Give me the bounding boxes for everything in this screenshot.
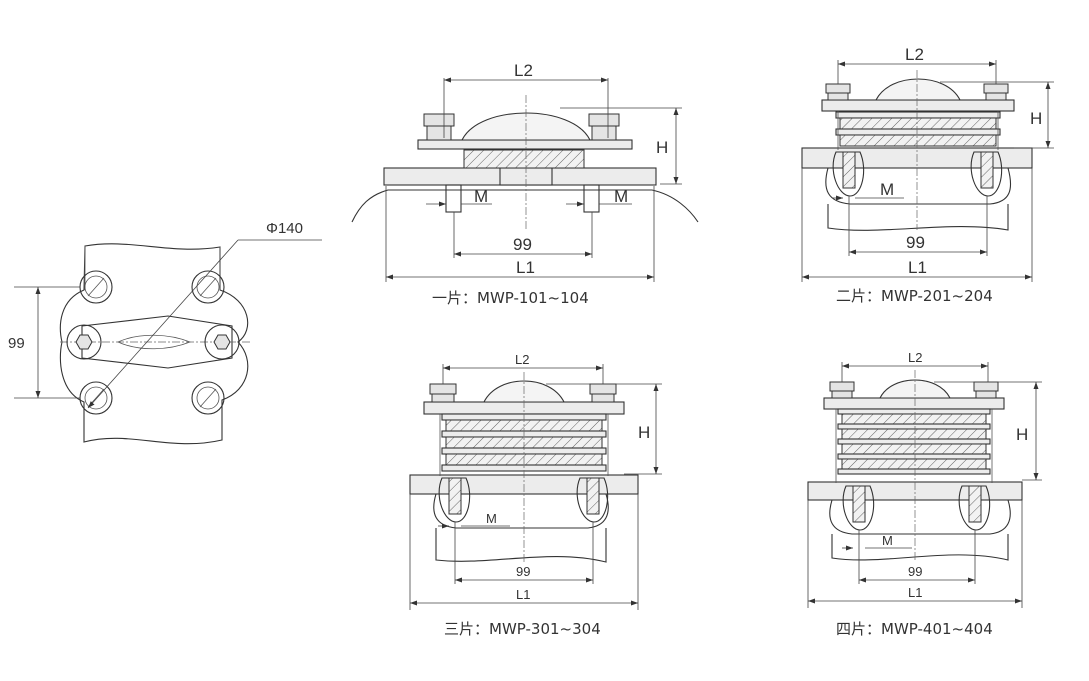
view-two-piece: L2 H M 99 L1 二片：MWP-201~204: [801, 45, 1054, 305]
v2-m-label: M: [880, 180, 894, 199]
v1-l2-label: L2: [514, 61, 533, 80]
top-99-label: 99: [8, 335, 25, 352]
view-one-piece: L2 H M M 99 L1 一片：MWP-101~104: [351, 61, 699, 307]
v1-l1-label: L1: [516, 258, 535, 277]
v1-caption: 一片：MWP-101~104: [432, 289, 589, 307]
v4-h-label: H: [1016, 425, 1028, 444]
v2-h-label: H: [1030, 109, 1042, 128]
v3-caption: 三片：MWP-301~304: [444, 620, 601, 638]
v1-m-label-left: M: [474, 187, 488, 206]
v1-99-label: 99: [513, 235, 532, 254]
view-four-piece: L2 H M 99 L1 四片：MWP-401~404: [807, 350, 1042, 638]
v1-m-label-right: M: [614, 187, 628, 206]
top-hex-nut-left: [66, 324, 102, 360]
view-three-piece: L2 H M 99 L1 三片：MWP-301~304: [409, 352, 662, 638]
v4-m-label: M: [882, 533, 893, 548]
v3-l2-label: L2: [515, 352, 529, 367]
v2-caption: 二片：MWP-201~204: [836, 287, 993, 305]
v3-h-label: H: [638, 423, 650, 442]
v2-99-label: 99: [906, 233, 925, 252]
top-hex-nut-right: [204, 324, 240, 360]
v2-l2-label: L2: [905, 45, 924, 64]
v4-l2-label: L2: [908, 350, 922, 365]
v1-h-label: H: [656, 138, 668, 157]
v4-l1-label: L1: [908, 585, 922, 600]
phi-140-label: Φ140: [266, 220, 303, 237]
v3-l1-label: L1: [516, 587, 530, 602]
top-bolt-tl: [79, 270, 113, 304]
top-view: Φ140 99: [8, 220, 322, 445]
v4-99-label: 99: [908, 564, 922, 579]
v3-m-label: M: [486, 511, 497, 526]
top-bolt-br: [191, 381, 225, 415]
v3-99-label: 99: [516, 564, 530, 579]
v2-l1-label: L1: [908, 258, 927, 277]
top-bolt-tr: [191, 270, 225, 304]
v4-caption: 四片：MWP-401~404: [836, 620, 993, 638]
